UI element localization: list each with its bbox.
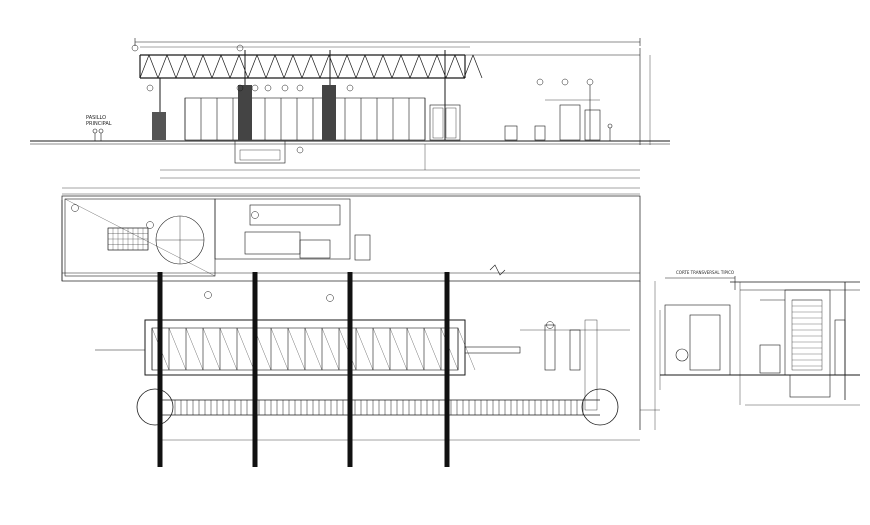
conveyor-loop [136,388,619,426]
ground-label-line2: PRINCIPAL [86,121,112,127]
roof-truss [139,54,483,79]
plan-view [61,187,660,441]
ground-label-line1: PASILLO [86,115,106,121]
section-view [659,276,860,406]
section-title: CORTE TRANSVERSAL TIPICO [676,270,734,275]
elevation-view [30,38,670,179]
structural-columns [157,272,450,467]
